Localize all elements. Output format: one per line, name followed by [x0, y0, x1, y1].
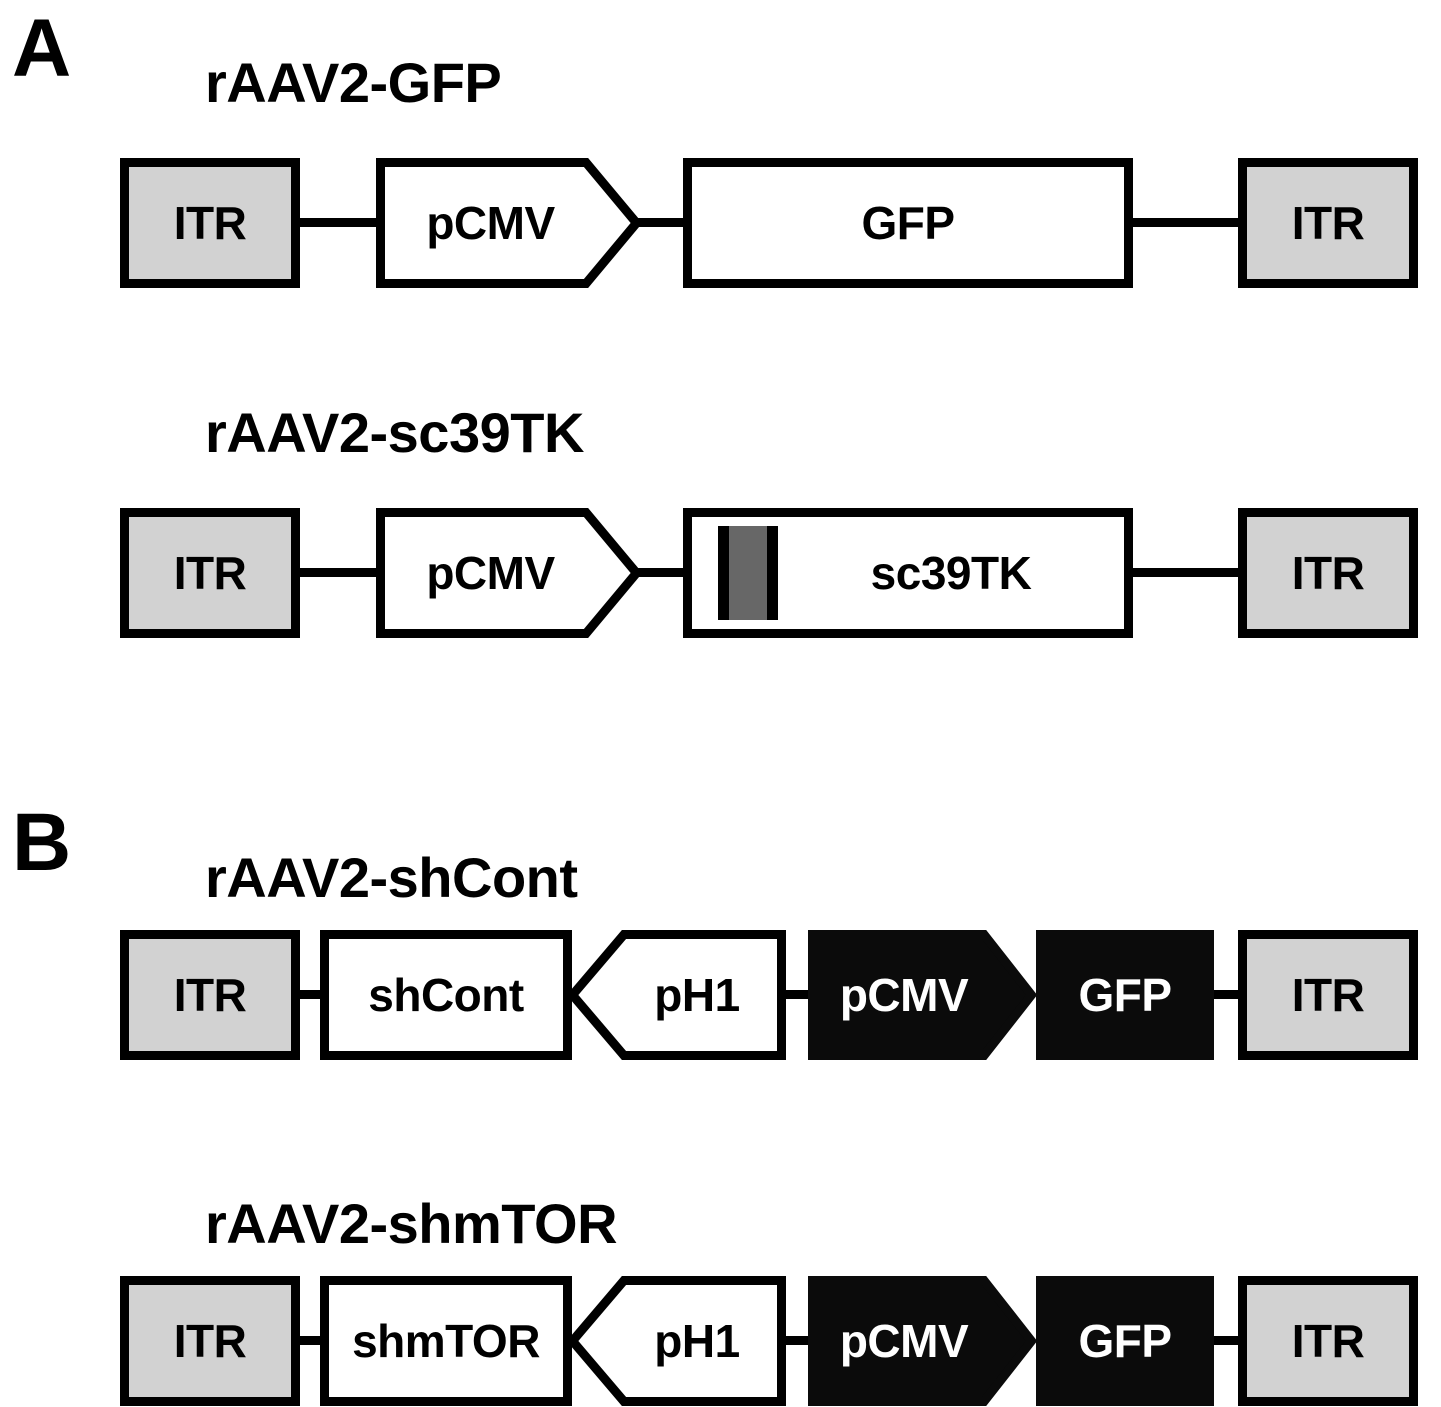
element-label: GFP [861, 197, 955, 249]
element-ph1-promoter[interactable]: pH1 [568, 930, 786, 1060]
construct-track-raav2-shmtor: ITR shmTOR pH1 pCMV GFP ITR [0, 1276, 1441, 1406]
element-label: ITR [1291, 1315, 1365, 1367]
element-label: shmTOR [352, 1315, 540, 1367]
panel-letter-b: B [12, 797, 71, 888]
element-label: pCMV [426, 547, 555, 599]
connector-line [296, 218, 380, 227]
element-label: pH1 [654, 969, 740, 1021]
connector-line [296, 568, 380, 577]
element-pcmv-promoter[interactable]: pCMV [808, 930, 1036, 1060]
element-gfp-gene[interactable]: GFP [1036, 930, 1214, 1060]
construct-track-raav2-sc39tk: ITR pCMV sc39TK ITR [0, 508, 1441, 638]
element-label: pH1 [654, 1315, 740, 1367]
construct-track-raav2-gfp: ITR pCMV GFP ITR [0, 158, 1441, 288]
connector-line [637, 218, 687, 227]
element-sc39tk-gene[interactable]: sc39TK [683, 508, 1133, 638]
cassette-band-divider [767, 526, 778, 620]
element-itr-left[interactable]: ITR [120, 508, 300, 638]
element-label: shCont [368, 969, 524, 1021]
element-label: ITR [173, 1315, 247, 1367]
element-shcont-hairpin[interactable]: shCont [320, 930, 572, 1060]
element-label: ITR [173, 197, 247, 249]
cassette-band-divider [718, 526, 729, 620]
element-label: pCMV [426, 197, 555, 249]
connector-line [780, 1336, 812, 1345]
connector-line [1128, 568, 1242, 577]
connector-line [1210, 990, 1242, 999]
element-itr-right[interactable]: ITR [1238, 1276, 1418, 1406]
element-label: ITR [173, 547, 247, 599]
element-itr-right[interactable]: ITR [1238, 158, 1418, 288]
construct-title-raav2-shmtor: rAAV2-shmTOR [205, 1192, 618, 1255]
connector-line [296, 1336, 324, 1345]
connector-line [637, 568, 687, 577]
construct-track-raav2-shcont: ITR shCont pH1 pCMV GFP ITR [0, 930, 1441, 1060]
construct-title-raav2-gfp: rAAV2-GFP [205, 51, 502, 114]
connector-line [780, 990, 812, 999]
connector-line [1210, 1336, 1242, 1345]
element-itr-left[interactable]: ITR [120, 1276, 300, 1406]
element-label: ITR [1291, 969, 1365, 1021]
element-ph1-promoter[interactable]: pH1 [568, 1276, 786, 1406]
element-itr-right[interactable]: ITR [1238, 508, 1418, 638]
element-label: sc39TK [870, 547, 1032, 599]
element-label: ITR [1291, 197, 1365, 249]
element-itr-left[interactable]: ITR [120, 930, 300, 1060]
element-label: pCMV [839, 1315, 969, 1367]
connector-line [296, 990, 324, 999]
element-pcmv-promoter[interactable]: pCMV [376, 508, 641, 638]
element-itr-right[interactable]: ITR [1238, 930, 1418, 1060]
element-label: ITR [173, 969, 247, 1021]
element-pcmv-promoter[interactable]: pCMV [808, 1276, 1036, 1406]
element-label: ITR [1291, 547, 1365, 599]
construct-title-raav2-shcont: rAAV2-shCont [205, 846, 578, 909]
panel-letter-a: A [12, 3, 71, 94]
element-shmtor-hairpin[interactable]: shmTOR [320, 1276, 572, 1406]
element-itr-left[interactable]: ITR [120, 158, 300, 288]
element-pcmv-promoter[interactable]: pCMV [376, 158, 641, 288]
element-gfp-gene[interactable]: GFP [1036, 1276, 1214, 1406]
connector-line [1128, 218, 1242, 227]
cassette-band-white [692, 526, 718, 620]
element-label: GFP [1078, 1315, 1172, 1367]
element-label: pCMV [839, 969, 969, 1021]
element-label: GFP [1078, 969, 1172, 1021]
construct-title-raav2-sc39tk: rAAV2-sc39TK [205, 401, 584, 464]
element-gfp-gene[interactable]: GFP [683, 158, 1133, 288]
cassette-band-grey [729, 526, 767, 620]
